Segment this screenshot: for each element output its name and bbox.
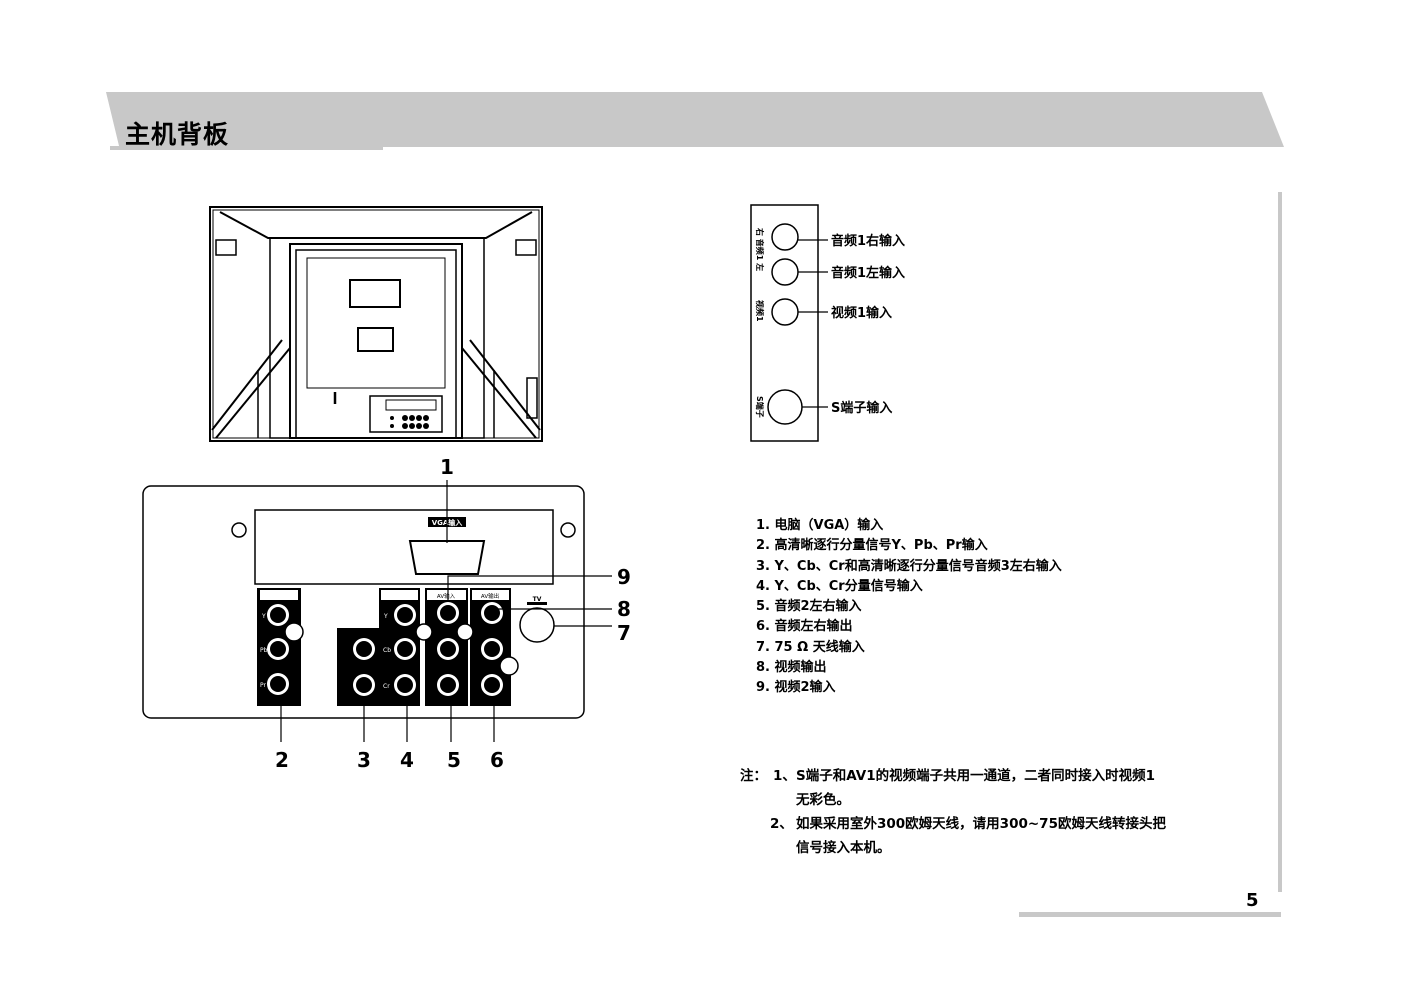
svg-text:TV: TV: [533, 596, 542, 603]
callout-8: 8: [617, 597, 631, 621]
screw-hole-right: [560, 522, 576, 538]
legend-item: 2. 高清晰逐行分量信号Y、Pb、Pr输入: [756, 538, 988, 554]
svg-text:Cb: Cb: [383, 647, 391, 654]
svg-text:Pr: Pr: [260, 682, 267, 689]
svg-text:Cr: Cr: [383, 683, 390, 690]
vga-area: [254, 509, 554, 585]
legend-item: 1. 电脑（VGA）输入: [756, 518, 884, 533]
page-number: 5: [1246, 890, 1259, 911]
legend-item: 4. Y、Cb、Cr分量信号输入: [756, 578, 923, 594]
svg-text:AV输出: AV输出: [481, 592, 499, 600]
screw-hole-left: [231, 522, 247, 538]
callout-1: 1: [440, 455, 454, 479]
note-2-line-2: 信号接入本机。: [796, 840, 891, 856]
legend-item: 9. 视频2输入: [756, 680, 836, 696]
footer-rule: [1019, 912, 1281, 917]
svg-text:AV输入: AV输入: [437, 592, 456, 600]
note-1-line-2: 无彩色。: [796, 792, 850, 808]
block-ypbpr: Y Pb Pr: [257, 588, 301, 706]
callout-6: 6: [490, 748, 504, 772]
legend-item: 6. 音频左右输出: [756, 619, 853, 635]
note-2-line-1: 如果采用室外300欧姆天线，请用300~75欧姆天线转接头把: [796, 816, 1166, 832]
svg-text:Pb: Pb: [260, 647, 268, 654]
legend-item: 5. 音频2左右输入: [756, 599, 862, 615]
vga-port: [408, 540, 486, 575]
block-antenna: TV: [519, 596, 555, 643]
note-1-line-1: S端子和AV1的视频端子共用一通道，二者同时接入时视频1: [796, 768, 1155, 784]
callout-7: 7: [617, 621, 631, 645]
connector-legend: 1. 电脑（VGA）输入 2. 高清晰逐行分量信号Y、Pb、Pr输入 3. Y、…: [756, 516, 1062, 699]
header-band: [106, 92, 1284, 150]
block-av: AV输入 AV输出: [425, 588, 511, 706]
right-margin-rule: [1278, 192, 1282, 892]
block-ycbcr: Y Cb Cr: [337, 588, 420, 706]
note-2-number: 2、: [770, 816, 793, 832]
page-title: 主机背板: [125, 120, 230, 149]
note-label: 注：: [740, 768, 767, 784]
callout-5: 5: [447, 748, 461, 772]
note-1-number: 1、: [773, 768, 796, 784]
callout-3: 3: [357, 748, 371, 772]
callout-2: 2: [275, 748, 289, 772]
svg-text:Y: Y: [261, 613, 266, 620]
legend-item: 7. 75 Ω 天线输入: [756, 639, 865, 655]
callout-4: 4: [400, 748, 414, 772]
legend-item: 8. 视频输出: [756, 660, 827, 676]
svg-text:Y: Y: [383, 613, 388, 620]
callout-9: 9: [617, 565, 631, 589]
legend-item: 3. Y、Cb、Cr和高清晰逐行分量信号音频3左右输入: [756, 558, 1062, 574]
